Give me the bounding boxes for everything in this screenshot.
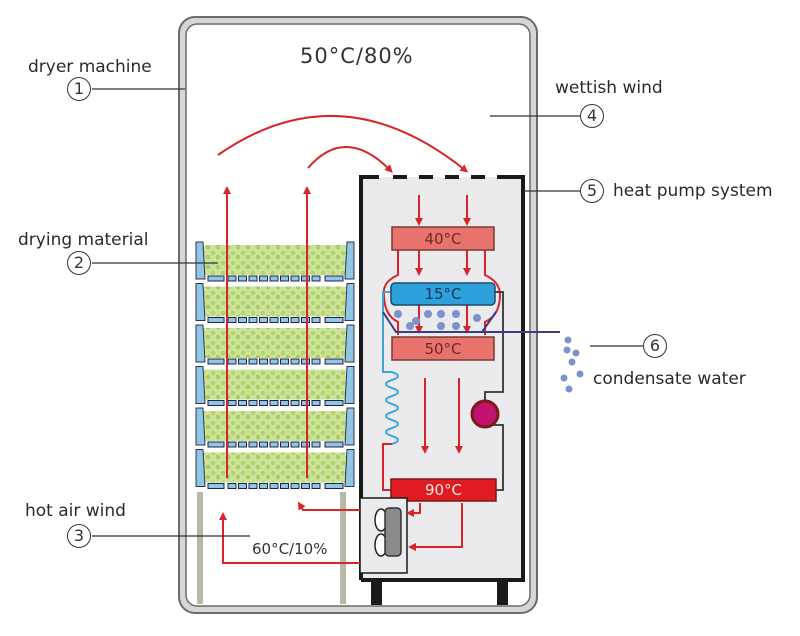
water-drop-icon	[572, 349, 580, 357]
compressor-circuit	[470, 291, 504, 491]
drying-material-layer	[202, 452, 346, 483]
evaporator-temp: 15°C	[424, 285, 462, 303]
drying-material-layer	[202, 286, 346, 317]
compressor-icon	[470, 399, 500, 429]
water-drop-icon	[437, 322, 445, 330]
water-drop-icon	[437, 310, 445, 318]
water-drop-icon	[406, 322, 414, 330]
return-arrow-outer	[217, 114, 469, 173]
callout-label-heat-pump-system: heat pump system	[613, 181, 773, 201]
condenser-block	[390, 478, 497, 502]
water-drop-icon	[394, 310, 402, 318]
condenser-return-arrows	[406, 503, 463, 551]
condensate-drops-inside	[394, 310, 481, 330]
callout-number-3: 3	[67, 524, 91, 548]
water-drop-icon	[564, 336, 572, 344]
water-drop-icon	[473, 314, 481, 322]
callout-number-1: 1	[67, 77, 91, 101]
hot-air-outlet-arrows	[219, 501, 360, 564]
drying-material-layer	[202, 245, 346, 275]
condensate-drops-outside	[560, 336, 584, 393]
callout-label-hot-air-wind: hot air wind	[25, 501, 126, 521]
arrows-through-evaporator	[415, 250, 471, 454]
chamber-condition-label: 50°C/80%	[300, 44, 414, 68]
callout-label-dryer-machine: dryer machine	[28, 57, 152, 77]
drying-material-layer	[202, 369, 346, 400]
heat-pump-housing	[359, 175, 525, 605]
water-drop-icon	[452, 322, 460, 330]
callout-label-wettish-wind: wettish wind	[555, 78, 663, 98]
callout-label-condensate-water: condensate water	[593, 369, 746, 389]
water-drop-icon	[565, 385, 573, 393]
callout-number-4: 4	[580, 104, 604, 128]
water-drop-icon	[452, 310, 460, 318]
expansion-coil	[382, 291, 399, 491]
return-arrow-inner	[307, 146, 393, 173]
reheater-block	[391, 336, 495, 361]
hot-air-rising-arrows	[223, 186, 311, 478]
water-drop-icon	[560, 374, 568, 382]
hot-air-condition-label: 60°C/10%	[250, 540, 330, 558]
condensate-tray	[382, 311, 560, 333]
drying-material-layer	[202, 411, 346, 441]
drying-material-layer	[202, 328, 346, 358]
callout-number-5: 5	[580, 179, 604, 203]
return-air-arrows	[217, 114, 469, 173]
fan-unit	[359, 497, 408, 574]
precooler-temp: 40°C	[424, 230, 462, 248]
condenser-temp: 90°C	[424, 481, 463, 499]
reheater-temp: 50°C	[424, 340, 462, 358]
drying-tray	[195, 241, 355, 282]
water-drop-icon	[576, 370, 584, 378]
precooler-block	[391, 226, 495, 251]
rack-legs	[197, 492, 346, 604]
water-drop-icon	[563, 346, 571, 354]
water-drop-icon	[568, 358, 576, 366]
water-drop-icon	[424, 310, 432, 318]
leader-lines	[92, 88, 643, 537]
intake-arrows	[415, 195, 471, 226]
callout-number-6: 6	[643, 334, 667, 358]
water-drop-icon	[412, 317, 420, 325]
callout-number-2: 2	[67, 251, 91, 275]
fan-motor-icon	[384, 507, 402, 557]
evaporator-block	[390, 282, 496, 306]
callout-label-drying-material: drying material	[18, 230, 149, 250]
